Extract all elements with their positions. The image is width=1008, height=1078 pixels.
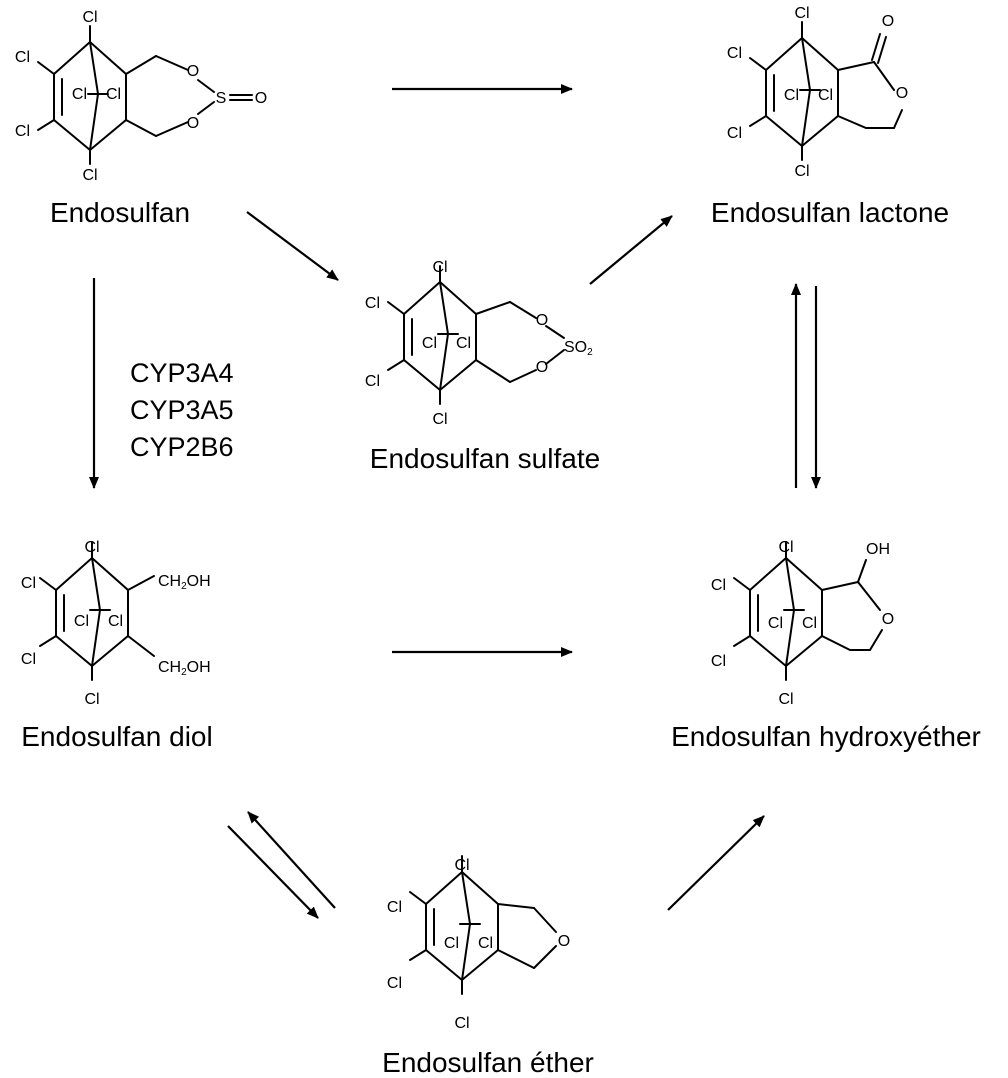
atom-cl-bridge-right: Cl xyxy=(818,87,833,104)
enzyme-list: CYP3A4 CYP3A5 CYP2B6 xyxy=(130,358,234,462)
atom-o-lower: O xyxy=(187,115,199,132)
atom-cl-bottom: Cl xyxy=(84,691,99,708)
atom-cl-bridge-right: Cl xyxy=(456,335,471,352)
enzyme-label-3: CYP2B6 xyxy=(130,432,234,462)
atom-cl-left-down: Cl xyxy=(21,651,36,668)
atom-o-lower: O xyxy=(536,359,548,376)
atom-cl-top: Cl xyxy=(84,539,99,556)
atom-cl-top: Cl xyxy=(778,539,793,556)
atom-cl-left-down: Cl xyxy=(387,975,402,992)
arrow-sulfate-to-lactone xyxy=(589,215,673,285)
label-endosulfan-hydroxyether: Endosulfan hydroxyéther xyxy=(671,721,981,752)
atom-cl-left-down: Cl xyxy=(15,123,30,140)
atom-cl-bridge-left: Cl xyxy=(72,86,87,103)
label-endosulfan: Endosulfan xyxy=(50,197,190,228)
label-endosulfan-lactone: Endosulfan lactone xyxy=(711,197,949,228)
atom-o-ring: O xyxy=(558,933,570,950)
atom-cl-left-up: Cl xyxy=(711,577,726,594)
atom-so2: SO2 xyxy=(564,339,593,358)
atom-cl-bridge-left: Cl xyxy=(768,615,783,632)
arrow-diol-to-ether xyxy=(227,825,319,919)
enzyme-label-1: CYP3A4 xyxy=(130,358,234,388)
atom-o-double: O xyxy=(255,90,267,107)
atom-o-ring: O xyxy=(882,611,894,628)
structure-endosulfan-lactone: Cl Cl Cl Cl Cl Cl O O xyxy=(727,5,908,180)
atom-cl-top: Cl xyxy=(454,857,469,874)
atom-cl-left-down: Cl xyxy=(365,373,380,390)
atom-cl-top: Cl xyxy=(82,9,97,26)
atom-o-carbonyl: O xyxy=(882,13,894,30)
structure-endosulfan-ether: Cl Cl Cl Cl Cl Cl O xyxy=(387,855,570,1032)
atom-cl-bridge-right: Cl xyxy=(478,935,493,952)
atom-cl-bridge-right: Cl xyxy=(106,86,121,103)
label-endosulfan-ether: Endosulfan éther xyxy=(382,1047,594,1078)
structure-endosulfan: Cl Cl Cl Cl Cl Cl O O S O xyxy=(15,9,267,184)
atom-cl-bottom: Cl xyxy=(454,1015,469,1032)
atom-cl-left-up: Cl xyxy=(21,575,36,592)
atom-cl-bridge-right: Cl xyxy=(802,615,817,632)
atom-cl-left-up: Cl xyxy=(365,295,380,312)
atom-ch2oh-lower: CH2OH xyxy=(158,659,211,678)
atom-cl-bridge-right: Cl xyxy=(108,613,123,630)
atom-cl-top: Cl xyxy=(794,5,809,22)
atom-cl-bottom: Cl xyxy=(432,411,447,428)
enzyme-label-2: CYP3A5 xyxy=(130,395,234,425)
atom-cl-left-up: Cl xyxy=(15,49,30,66)
atom-cl-bridge-left: Cl xyxy=(444,935,459,952)
atom-o-ring: O xyxy=(896,85,908,102)
atom-s: S xyxy=(216,90,227,107)
label-endosulfan-diol: Endosulfan diol xyxy=(21,721,212,752)
arrow-ether-to-diol xyxy=(247,811,336,909)
atom-cl-left-up: Cl xyxy=(387,899,402,916)
structure-endosulfan-hydroxyether: Cl Cl Cl Cl Cl Cl OH O xyxy=(711,539,894,708)
atom-cl-bridge-left: Cl xyxy=(422,335,437,352)
atom-cl-top: Cl xyxy=(432,259,447,276)
label-endosulfan-sulfate: Endosulfan sulfate xyxy=(370,443,600,474)
atom-oh: OH xyxy=(866,541,890,558)
atom-cl-bottom: Cl xyxy=(82,167,97,184)
atom-cl-left-down: Cl xyxy=(711,653,726,670)
arrow-endosulfan-to-sulfate xyxy=(246,211,339,281)
structure-endosulfan-sulfate: Cl Cl Cl Cl Cl Cl O O SO2 xyxy=(365,259,593,428)
atom-cl-left-down: Cl xyxy=(727,125,742,142)
structure-endosulfan-diol: Cl Cl Cl Cl Cl Cl CH2OH CH2OH xyxy=(21,539,211,708)
atom-o-upper: O xyxy=(187,63,199,80)
atom-ch2oh-upper: CH2OH xyxy=(158,573,211,592)
arrow-ether-to-hydroxyether xyxy=(667,815,765,911)
atom-cl-bridge-left: Cl xyxy=(74,613,89,630)
atom-cl-bottom: Cl xyxy=(778,691,793,708)
atom-cl-left-up: Cl xyxy=(727,45,742,62)
atom-cl-bridge-left: Cl xyxy=(784,87,799,104)
atom-o-upper: O xyxy=(536,312,548,329)
atom-cl-bottom: Cl xyxy=(794,163,809,180)
